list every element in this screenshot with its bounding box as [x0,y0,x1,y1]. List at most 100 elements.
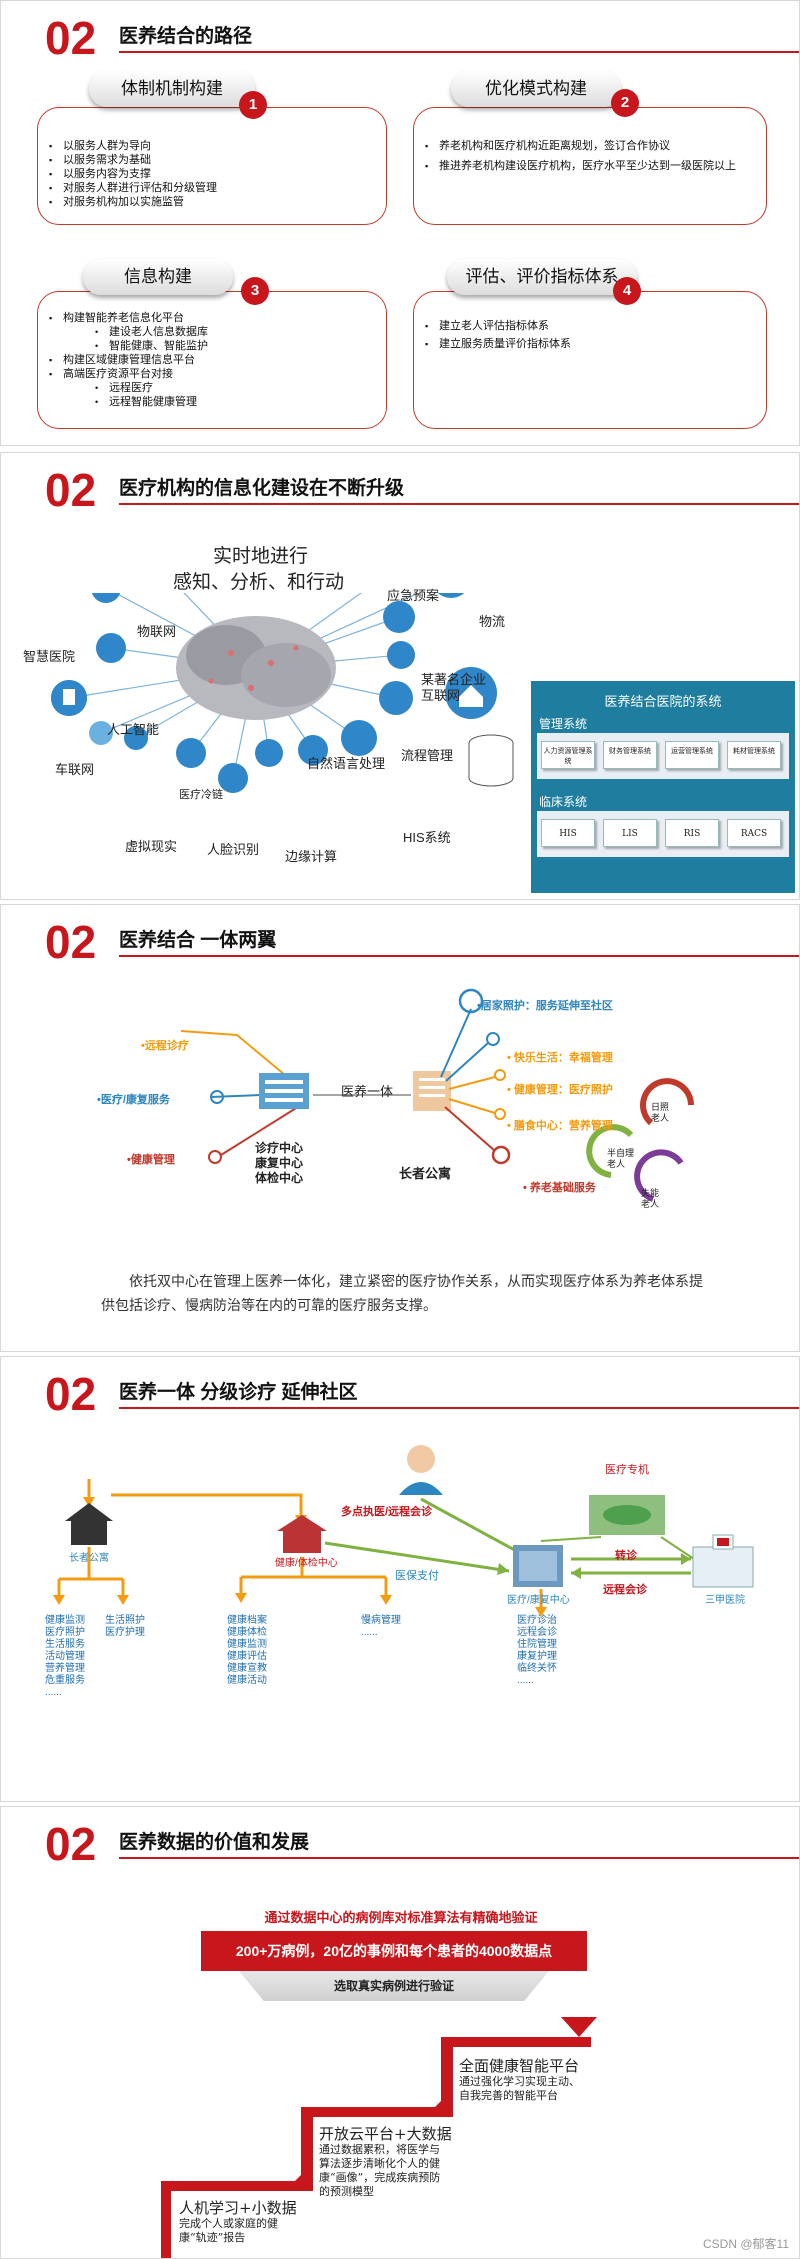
list-model: 养老机构和医疗机构近距离规划，签订合作协议 推进养老机构建设医疗机构，医疗水平至… [425,139,765,173]
label-his: HIS系统 [403,827,451,846]
pill-model: 优化模式构建 [451,71,621,107]
center-label-rehab: 康复中心 [255,1156,303,1171]
clinical-title: 临床系统 [539,793,587,810]
center-label-diagnosis: 诊疗中心 [255,1141,303,1156]
section-number: 02 [45,463,96,517]
list-chronic: 慢病管理 ...... [361,1615,401,1639]
slide-header: 02 医养一体 分级诊疗 延伸社区 [41,1367,800,1417]
apartment-label: 长者公寓 [69,1549,109,1564]
step1-title: 人机学习+小数据 [179,2197,297,2218]
expert-label: 医疗专机 [605,1461,649,1477]
label-emergency: 应急预案 [387,585,439,604]
step2-title: 开放云平台+大数据 [319,2123,452,2144]
step2-text: 通过数据累积，将医学与算法逐步清晰化个人的健康“画像”，完成疾病预防的预测模型 [319,2143,441,2199]
right-basic: • 养老基础服务 [523,1179,596,1195]
label-ai: 人工智能 [107,719,159,738]
left-health: •健康管理 [127,1151,175,1167]
label-logistics: 物流 [479,611,505,630]
headline-1: 实时地进行 [213,541,308,568]
step-arrow-icon [425,2093,449,2117]
center-label: 医养一体 [341,1081,393,1100]
cycle-disabled: 失能老人 [641,1189,665,1211]
sys-ris: RIS [665,819,719,847]
sys-operation: 运营管理系统 [665,741,719,769]
list-apartment-b: 生活照护 医疗护理 [105,1615,145,1639]
badge-2: 2 [611,89,639,117]
title-rule [119,1407,799,1409]
validation-line: 通过数据中心的病例库对标准算法有精确地验证 [1,1907,800,1926]
list-item: 智能健康、智能监护 [49,339,379,353]
left-remote: •远程诊疗 [141,1037,189,1053]
sys-finance: 财务管理系统 [603,741,657,769]
select-ribbon: 选取真实病例进行验证 [239,1971,549,2001]
slide-integration-path: 02 医养结合的路径 体制机制构建 1 以服务人群为导向 以服务需求为基础 以服… [0,0,800,446]
list-item: 对服务机构加以实施监管 [49,195,369,209]
sys-his: HIS [541,819,595,847]
label-nlp: 自然语言处理 [307,753,385,772]
list-item: 远程医疗 [49,381,379,395]
banner-text: 200+万病例，20亿的事例和每个患者的4000数据点 [201,1931,587,1971]
step-arrow-icon [285,2167,309,2191]
watermark: CSDN @郁客11 [703,2235,789,2252]
list-evaluation: 建立老人评估指标体系 建立服务质量评价指标体系 [425,319,755,351]
list-institution: 以服务人群为导向 以服务需求为基础 以服务内容为支撑 对服务人群进行评估和分级管… [49,139,369,209]
label-edge: 边缘计算 [285,846,337,865]
insurance-label: 医保支付 [395,1567,439,1583]
headline-2: 感知、分析、和行动 [173,567,344,594]
label-face: 人脸识别 [207,839,259,858]
pill-evaluation: 评估、评价指标体系 [447,259,637,295]
list-item: 以服务需求为基础 [49,153,369,167]
summary-paragraph: 依托双中心在管理上医养一体化，建立紧密的医疗协作关系，从而实现医疗体系为养老体系… [101,1269,711,1317]
box-evaluation [413,291,767,429]
sys-lis: LIS [603,819,657,847]
list-health-center: 健康档案 健康体检 健康监测 健康评估 健康宣教 健康活动 [227,1615,267,1687]
cycle-day: 日照老人 [651,1103,675,1125]
step3-title: 全面健康智能平台 [459,2055,579,2076]
slide-two-wings: 02 医养结合 一体两翼 •远程诊疗 •医疗/康复服务 •健康管理 医养一体 诊… [0,904,800,1352]
step1-text: 完成个人或家庭的健康“轨迹”报告 [179,2217,299,2245]
list-apartment-a: 健康监测 医疗照护 生活服务 活动管理 营养管理 危重服务 ...... [45,1615,85,1699]
right-home: •居家照护：服务延伸至社区 [477,997,613,1013]
center-label-checkup: 体检中心 [255,1171,303,1186]
list-item: 养老机构和医疗机构近距离规划，签订合作协议 [425,139,765,153]
label-smart-hospital: 智慧医院 [23,646,75,665]
list-med-center: 医疗诊治 远程会诊 住院管理 康复护理 临终关怀 ...... [517,1615,557,1687]
health-center-label: 健康/体检中心 [275,1554,338,1569]
cycle-semi: 半自理老人 [607,1149,637,1171]
panel-title: 医养结合医院的系统 [531,691,795,710]
diag-center-labels: 诊疗中心 康复中心 体检中心 [255,1141,303,1186]
label-cold-chain: 医疗冷链 [179,786,223,802]
right-happy: • 快乐生活：幸福管理 [507,1049,613,1065]
list-information: 构建智能养老信息化平台 建设老人信息数据库 智能健康、智能监护 构建区域健康管理… [49,311,379,409]
section-number: 02 [45,1367,96,1421]
sys-supplies: 耗材管理系统 [727,741,781,769]
page-title: 医疗机构的信息化建设在不断升级 [119,473,404,500]
label-iot: 物联网 [137,621,176,640]
badge-1: 1 [239,91,267,119]
hospital-label: 三甲医院 [705,1591,745,1606]
sys-racs: RACS [727,819,781,847]
title-rule [119,51,799,53]
list-item: 高端医疗资源平台对接 [49,367,379,381]
list-item: 推进养老机构建设医疗机构，医疗水平至少达到一级医院以上 [425,159,765,173]
section-number: 02 [45,1817,96,1871]
page-title: 医养结合的路径 [119,21,252,48]
list-item: 以服务人群为导向 [49,139,369,153]
slide-data-value: 02 医养数据的价值和发展 通过数据中心的病例库对标准算法有精确地验证 200+… [0,1806,800,2259]
list-item: 以服务内容为支撑 [49,167,369,181]
arrow-down-icon [561,2017,597,2039]
step3-text: 通过强化学习实现主动、自我完善的智能平台 [459,2075,589,2103]
section-number: 02 [45,11,96,65]
title-rule [119,503,799,505]
label-process: 流程管理 [401,745,453,764]
label-iov: 车联网 [55,759,94,778]
label-internet: 互联网 [421,685,460,704]
label-vr: 虚拟现实 [125,836,177,855]
system-panel: 医养结合医院的系统 管理系统 人力资源管理系统 财务管理系统 运营管理系统 耗材… [531,681,795,893]
list-item: 建立服务质量评价指标体系 [425,337,755,351]
list-item: 构建区域健康管理信息平台 [49,353,379,367]
red-banner: 200+万病例，20亿的事例和每个患者的4000数据点 [201,1931,587,1971]
slide-header: 02 医疗机构的信息化建设在不断升级 [41,463,800,513]
step1-riser [161,2181,171,2259]
pill-information: 信息构建 [83,259,233,295]
